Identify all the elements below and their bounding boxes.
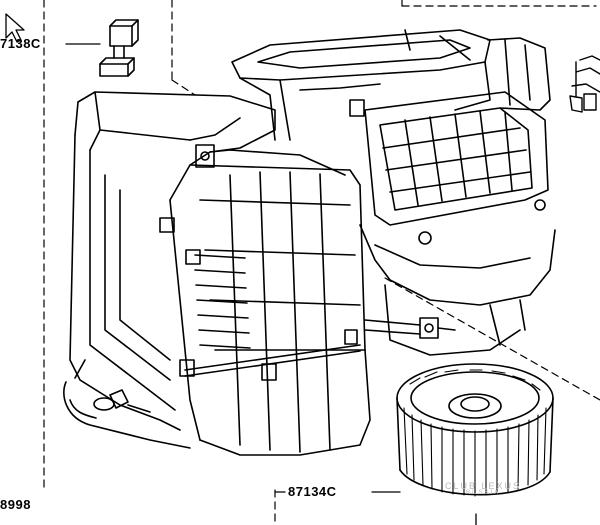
blower-unit-housing	[232, 30, 555, 355]
watermark-line-1: CLUB LEXUS	[445, 481, 522, 491]
dashed-guide-lines	[44, 0, 600, 525]
part-number-label-7138c: 7138C	[0, 36, 41, 51]
blower-fan-wheel	[397, 364, 553, 496]
part-number-label-8998: 8998	[0, 497, 31, 512]
part-number-label-87134c: 87134C	[288, 484, 337, 499]
watermark: CLUB LEXUS RUSSIA	[445, 481, 521, 496]
watermark-line-2: RUSSIA	[465, 490, 501, 496]
fan-blades	[404, 370, 546, 496]
right-edge-bracket-part	[570, 56, 600, 112]
heater-core-housing	[64, 92, 370, 455]
blower-resistor-part	[100, 20, 138, 76]
label-leaders	[66, 44, 476, 525]
pointer-mark	[6, 14, 24, 42]
